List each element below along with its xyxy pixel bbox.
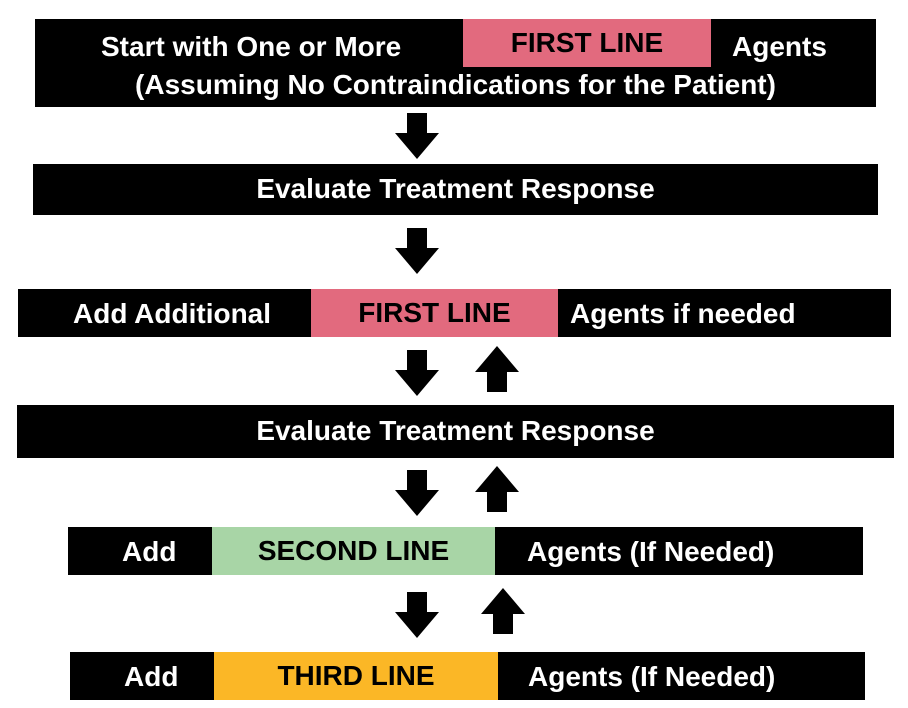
arrow-up-icon	[481, 588, 525, 634]
step-add-second-line-prefix: Add	[122, 536, 177, 567]
step-add-third-line-box: Add THIRD LINE Agents (If Needed)	[70, 652, 865, 700]
arrow-down-icon	[395, 350, 439, 396]
second-line-badge-label: SECOND LINE	[257, 535, 450, 566]
first-line-badge-label: FIRST LINE	[358, 297, 511, 328]
step-evaluate-response-label: Evaluate Treatment Response	[256, 173, 655, 204]
step-start-suffix: Agents	[732, 31, 827, 62]
third-line-badge: THIRD LINE	[214, 652, 498, 700]
arrow-down-icon	[395, 470, 439, 516]
second-line-badge: SECOND LINE	[212, 527, 495, 575]
step-add-third-line-suffix: Agents (If Needed)	[528, 661, 776, 692]
step-add-third-line-prefix: Add	[124, 661, 179, 692]
arrow-down-icon	[395, 113, 439, 159]
step-add-first-line-suffix: Agents if needed	[570, 298, 796, 329]
step-add-first-line-prefix: Add Additional	[73, 298, 272, 329]
first-line-badge-label: FIRST LINE	[510, 27, 664, 58]
arrow-up-icon	[475, 346, 519, 392]
third-line-badge-label: THIRD LINE	[277, 660, 435, 691]
first-line-badge: FIRST LINE	[463, 19, 711, 67]
step-evaluate-response-label: Evaluate Treatment Response	[256, 415, 655, 446]
step-evaluate-response-box: Evaluate Treatment Response	[33, 164, 878, 215]
arrow-down-icon	[395, 228, 439, 274]
step-evaluate-response-box: Evaluate Treatment Response	[17, 405, 894, 458]
step-add-first-line-box: Add Additional FIRST LINE Agents if need…	[18, 289, 891, 337]
step-start-prefix: Start with One or More	[101, 31, 402, 62]
arrow-down-icon	[395, 592, 439, 638]
step-add-second-line-suffix: Agents (If Needed)	[527, 536, 775, 567]
step-add-second-line-box: Add SECOND LINE Agents (If Needed)	[68, 527, 863, 575]
arrow-up-icon	[475, 466, 519, 512]
step-start-first-line-box: Start with One or More FIRST LINE Agents…	[35, 19, 876, 107]
first-line-badge: FIRST LINE	[311, 289, 558, 337]
step-start-note: (Assuming No Contraindications for the P…	[135, 69, 776, 100]
